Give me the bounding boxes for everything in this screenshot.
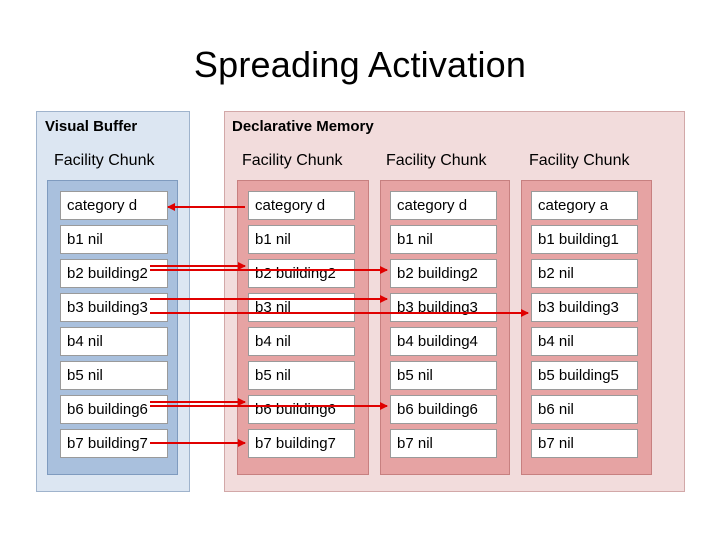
dm2-slot-b6: b6 building6 bbox=[390, 395, 497, 424]
vb-slot-b6: b6 building6 bbox=[60, 395, 168, 424]
dm3-slot-b1: b1 building1 bbox=[531, 225, 638, 254]
vb-slot-b1: b1 nil bbox=[60, 225, 168, 254]
dm3-slot-b3: b3 building3 bbox=[531, 293, 638, 322]
dm1-slot-b7: b7 building7 bbox=[248, 429, 355, 458]
dm2-slot-b7: b7 nil bbox=[390, 429, 497, 458]
dm2-slot-category: category d bbox=[390, 191, 497, 220]
vb-slot-b4: b4 nil bbox=[60, 327, 168, 356]
dm3-slot-category: category a bbox=[531, 191, 638, 220]
declarative-memory-label: Declarative Memory bbox=[232, 118, 374, 135]
diagram-title: Spreading Activation bbox=[193, 44, 527, 85]
dm2-slot-b3: b3 building3 bbox=[390, 293, 497, 322]
vb-slot-category: category d bbox=[60, 191, 168, 220]
vb-slot-b3: b3 building3 bbox=[60, 293, 168, 322]
dm1-slot-category: category d bbox=[248, 191, 355, 220]
dm2-slot-b5: b5 nil bbox=[390, 361, 497, 390]
dm1-slot-b4: b4 nil bbox=[248, 327, 355, 356]
dm3-slot-b5: b5 building5 bbox=[531, 361, 638, 390]
dm-chunk-3-label: Facility Chunk bbox=[529, 152, 630, 169]
vb-slot-b5: b5 nil bbox=[60, 361, 168, 390]
dm-chunk-2-label: Facility Chunk bbox=[386, 152, 487, 169]
dm1-slot-b5: b5 nil bbox=[248, 361, 355, 390]
dm3-slot-b2: b2 nil bbox=[531, 259, 638, 288]
dm1-slot-b3: b3 nil bbox=[248, 293, 355, 322]
dm2-slot-b4: b4 building4 bbox=[390, 327, 497, 356]
dm3-slot-b6: b6 nil bbox=[531, 395, 638, 424]
dm3-slot-b7: b7 nil bbox=[531, 429, 638, 458]
dm3-slot-b4: b4 nil bbox=[531, 327, 638, 356]
dm2-slot-b2: b2 building2 bbox=[390, 259, 497, 288]
vb-slot-b2: b2 building2 bbox=[60, 259, 168, 288]
dm2-slot-b1: b1 nil bbox=[390, 225, 497, 254]
dm1-slot-b1: b1 nil bbox=[248, 225, 355, 254]
dm-chunk-1-label: Facility Chunk bbox=[242, 152, 343, 169]
visual-buffer-label: Visual Buffer bbox=[45, 118, 138, 135]
visual-buffer-chunk-label: Facility Chunk bbox=[54, 152, 155, 169]
